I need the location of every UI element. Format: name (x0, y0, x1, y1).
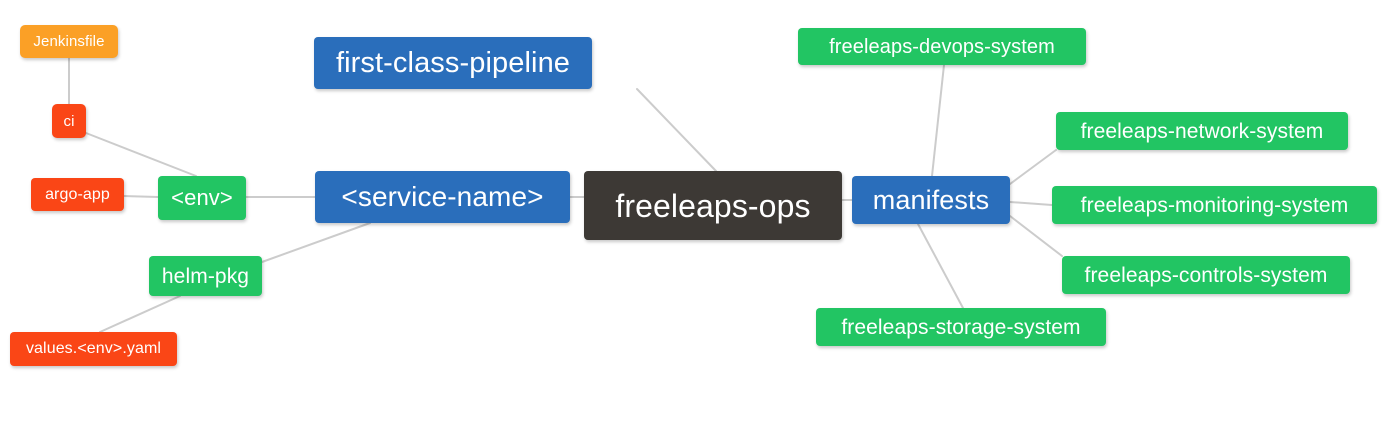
mindmap-node-values-yaml[interactable]: values.<env>.yaml (10, 332, 177, 366)
mindmap-node-jenkinsfile[interactable]: Jenkinsfile (20, 25, 118, 58)
mindmap-node-env[interactable]: <env> (158, 176, 246, 220)
edge-manifests-to-freeleaps-devops-system (931, 64, 945, 177)
edge-helm-pkg-to-values-yaml (99, 295, 181, 333)
mindmap-node-label-manifests: manifests (872, 184, 990, 215)
mindmap-node-helm-pkg[interactable]: helm-pkg (149, 256, 262, 296)
mindmap-node-label-ci: ci (63, 112, 75, 130)
mindmap-node-label-values-yaml: values.<env>.yaml (25, 340, 162, 357)
mindmap-node-manifests[interactable]: manifests (852, 176, 1010, 224)
mindmap-node-label-freeleaps-ops: freeleaps-ops (615, 187, 811, 224)
mindmap-node-label-freeleaps-storage-system: freeleaps-storage-system (841, 315, 1081, 339)
edge-service-name-to-helm-pkg (261, 222, 371, 263)
edge-manifests-to-freeleaps-monitoring-system (1009, 201, 1053, 206)
edge-manifests-to-freeleaps-network-system (1009, 149, 1057, 185)
mindmap-node-argo-app[interactable]: argo-app (31, 178, 124, 211)
mindmap-node-freeleaps-devops-system[interactable]: freeleaps-devops-system (798, 28, 1086, 65)
edge-first-class-pipeline-to-freeleaps-ops (636, 88, 717, 172)
mindmap-node-label-jenkinsfile: Jenkinsfile (33, 33, 105, 50)
mindmap-node-label-helm-pkg: helm-pkg (161, 264, 250, 288)
mindmap-node-freeleaps-monitoring-system[interactable]: freeleaps-monitoring-system (1052, 186, 1377, 224)
mindmap-node-freeleaps-storage-system[interactable]: freeleaps-storage-system (816, 308, 1106, 346)
mindmap-node-label-freeleaps-monitoring-system: freeleaps-monitoring-system (1080, 193, 1349, 217)
mindmap-node-service-name[interactable]: <service-name> (315, 171, 570, 223)
mindmap-node-label-freeleaps-network-system: freeleaps-network-system (1080, 119, 1324, 143)
mindmap-node-freeleaps-controls-system[interactable]: freeleaps-controls-system (1062, 256, 1350, 294)
edge-manifests-to-freeleaps-storage-system (917, 223, 964, 309)
edge-argo-app-to-env (123, 195, 159, 198)
edge-ci-to-env (85, 132, 197, 177)
mindmap-node-freeleaps-ops[interactable]: freeleaps-ops (584, 171, 842, 240)
mindmap-node-ci[interactable]: ci (52, 104, 86, 138)
mindmap-node-label-first-class-pipeline: first-class-pipeline (335, 46, 571, 79)
mindmap-node-label-freeleaps-controls-system: freeleaps-controls-system (1084, 263, 1328, 287)
mindmap-node-freeleaps-network-system[interactable]: freeleaps-network-system (1056, 112, 1348, 150)
mindmap-node-label-env: <env> (171, 185, 233, 210)
mindmap-node-label-service-name: <service-name> (341, 181, 544, 212)
mindmap-node-first-class-pipeline[interactable]: first-class-pipeline (314, 37, 592, 89)
mindmap-node-label-argo-app: argo-app (45, 185, 110, 203)
mindmap-node-label-freeleaps-devops-system: freeleaps-devops-system (829, 35, 1055, 58)
